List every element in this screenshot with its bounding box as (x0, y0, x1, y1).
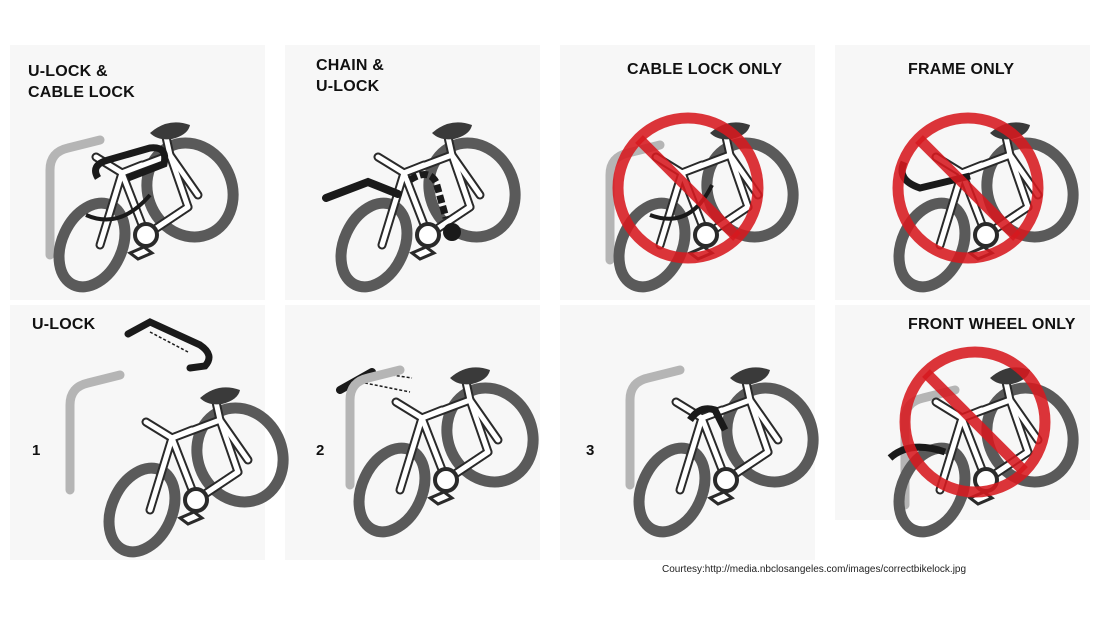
panel-frame-only (886, 118, 1088, 298)
step-number-2: 2 (316, 442, 325, 459)
panel-u-lock-step-3 (626, 367, 828, 542)
u-lock-icon (322, 177, 402, 202)
panel-chain-u-lock (322, 122, 530, 297)
bicycle-icon (626, 367, 828, 542)
bike-rack-icon (70, 375, 120, 490)
cable-lock-icon (85, 193, 152, 222)
step-number-1: 1 (32, 442, 41, 459)
panel-u-lock-step-1 (70, 318, 298, 563)
label-line: CABLE LOCK ONLY (627, 61, 783, 78)
label-line: U-LOCK (316, 78, 380, 95)
label-line: U-LOCK (32, 316, 96, 333)
panel-u-lock-cable-lock (46, 122, 248, 297)
image-credit: Courtesy:http://media.nbclosangeles.com/… (662, 564, 967, 575)
u-lock-icon (124, 318, 213, 372)
bicycle-icon (96, 387, 298, 562)
label-u-lock-cable-lock: U-LOCK & CABLE LOCK (28, 61, 135, 103)
label-cable-lock-only: CABLE LOCK ONLY (627, 59, 782, 80)
chain-icon (408, 171, 450, 219)
label-line: FRAME ONLY (908, 61, 1015, 78)
panel-u-lock-step-2 (336, 367, 548, 542)
panel-cable-lock-only (606, 118, 808, 298)
label-front-wheel-only: FRONT WHEEL ONLY (908, 314, 1076, 335)
step-number-3: 3 (586, 442, 595, 459)
u-lock-icon (92, 144, 169, 182)
bicycle-icon (328, 122, 530, 297)
panel-front-wheel-only (886, 352, 1088, 543)
label-line: FRONT WHEEL ONLY (908, 316, 1076, 333)
label-frame-only: FRAME ONLY (908, 59, 1014, 80)
cable-lock-icon (649, 184, 714, 221)
chain-padlock-icon (443, 223, 461, 241)
u-lock-icon (687, 405, 729, 432)
label-u-lock: U-LOCK (32, 314, 95, 335)
label-line: CABLE LOCK (28, 84, 135, 101)
u-lock-guide-line (149, 331, 189, 353)
label-line: U-LOCK & (28, 63, 108, 80)
label-line: CHAIN & (316, 57, 385, 74)
bicycle-icon (346, 367, 548, 542)
label-chain-u-lock: CHAIN & U-LOCK (316, 55, 384, 97)
